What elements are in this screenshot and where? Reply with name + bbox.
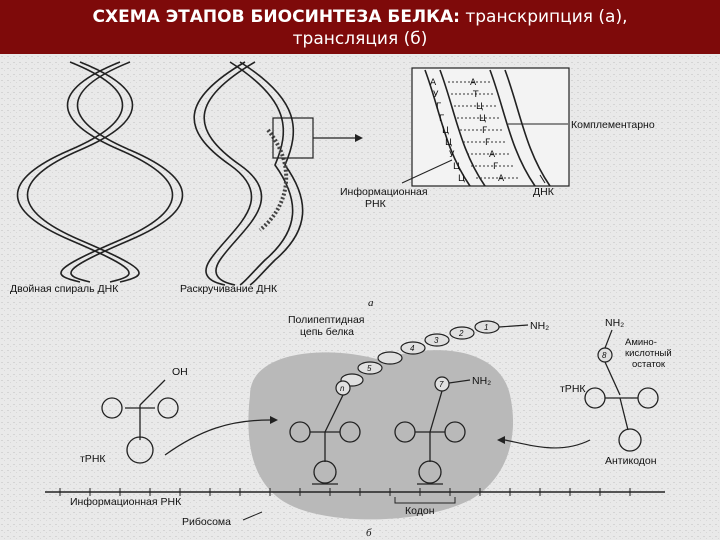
label-double-helix: Двойная спираль ДНК: [10, 283, 119, 295]
svg-text:А: А: [470, 78, 477, 88]
svg-text:1: 1: [484, 323, 488, 332]
svg-text:Ц: Ц: [453, 162, 460, 172]
svg-text:8: 8: [602, 351, 607, 360]
svg-text:5: 5: [367, 364, 372, 373]
label-trna-right: тРНК: [560, 383, 586, 395]
label-mrna-a-1: Информационная: [340, 186, 428, 198]
svg-text:Ц: Ц: [479, 114, 486, 124]
label-polypeptide-1: Полипептидная: [288, 314, 364, 326]
svg-text:А: А: [489, 150, 496, 160]
svg-text:2: 2: [458, 329, 464, 338]
panel-letter-a: а: [368, 297, 374, 309]
panel-letter-b: б: [366, 527, 372, 539]
label-trna-left: тРНК: [80, 453, 106, 465]
label-polypeptide-2: цепь белка: [300, 326, 354, 338]
svg-text:Т: Т: [472, 90, 479, 100]
label-nh2-mid: NH₂: [472, 375, 491, 387]
label-nh2-top: NH₂: [530, 320, 549, 332]
label-complementary: Комплементарно: [571, 119, 655, 131]
svg-text:Г: Г: [436, 102, 442, 112]
label-mrna-a-2: РНК: [365, 198, 387, 210]
svg-text:n: n: [340, 384, 345, 393]
svg-text:Г: Г: [493, 162, 499, 172]
svg-text:4: 4: [410, 344, 415, 353]
svg-text:3: 3: [434, 336, 439, 345]
label-anticodon: Антикодон: [605, 455, 657, 467]
label-ribosome: Рибосома: [182, 516, 231, 528]
svg-text:А: А: [498, 174, 505, 184]
svg-text:Ц: Ц: [445, 138, 452, 148]
svg-text:У: У: [433, 90, 439, 100]
label-oh: OH: [172, 366, 188, 378]
svg-text:А: А: [430, 78, 437, 88]
label-unwinding: Раскручивание ДНК: [180, 283, 278, 295]
svg-text:У: У: [449, 150, 455, 160]
label-amino-2: кислотный: [625, 348, 672, 359]
svg-text:Ц: Ц: [458, 174, 465, 184]
label-amino-3: остаток: [632, 359, 666, 370]
svg-text:Ц: Ц: [476, 102, 483, 112]
svg-text:7: 7: [439, 380, 444, 389]
label-dna: ДНК: [533, 186, 555, 198]
label-nh2-right: NH₂: [605, 317, 624, 329]
label-mrna-b: Информационная РНК: [70, 496, 182, 508]
label-amino-1: Амино-: [625, 337, 657, 348]
svg-text:Ц: Ц: [442, 126, 449, 136]
svg-text:Г: Г: [482, 126, 488, 136]
svg-text:Г: Г: [439, 114, 445, 124]
svg-text:Г: Г: [485, 138, 491, 148]
label-codon: Кодон: [405, 505, 435, 517]
